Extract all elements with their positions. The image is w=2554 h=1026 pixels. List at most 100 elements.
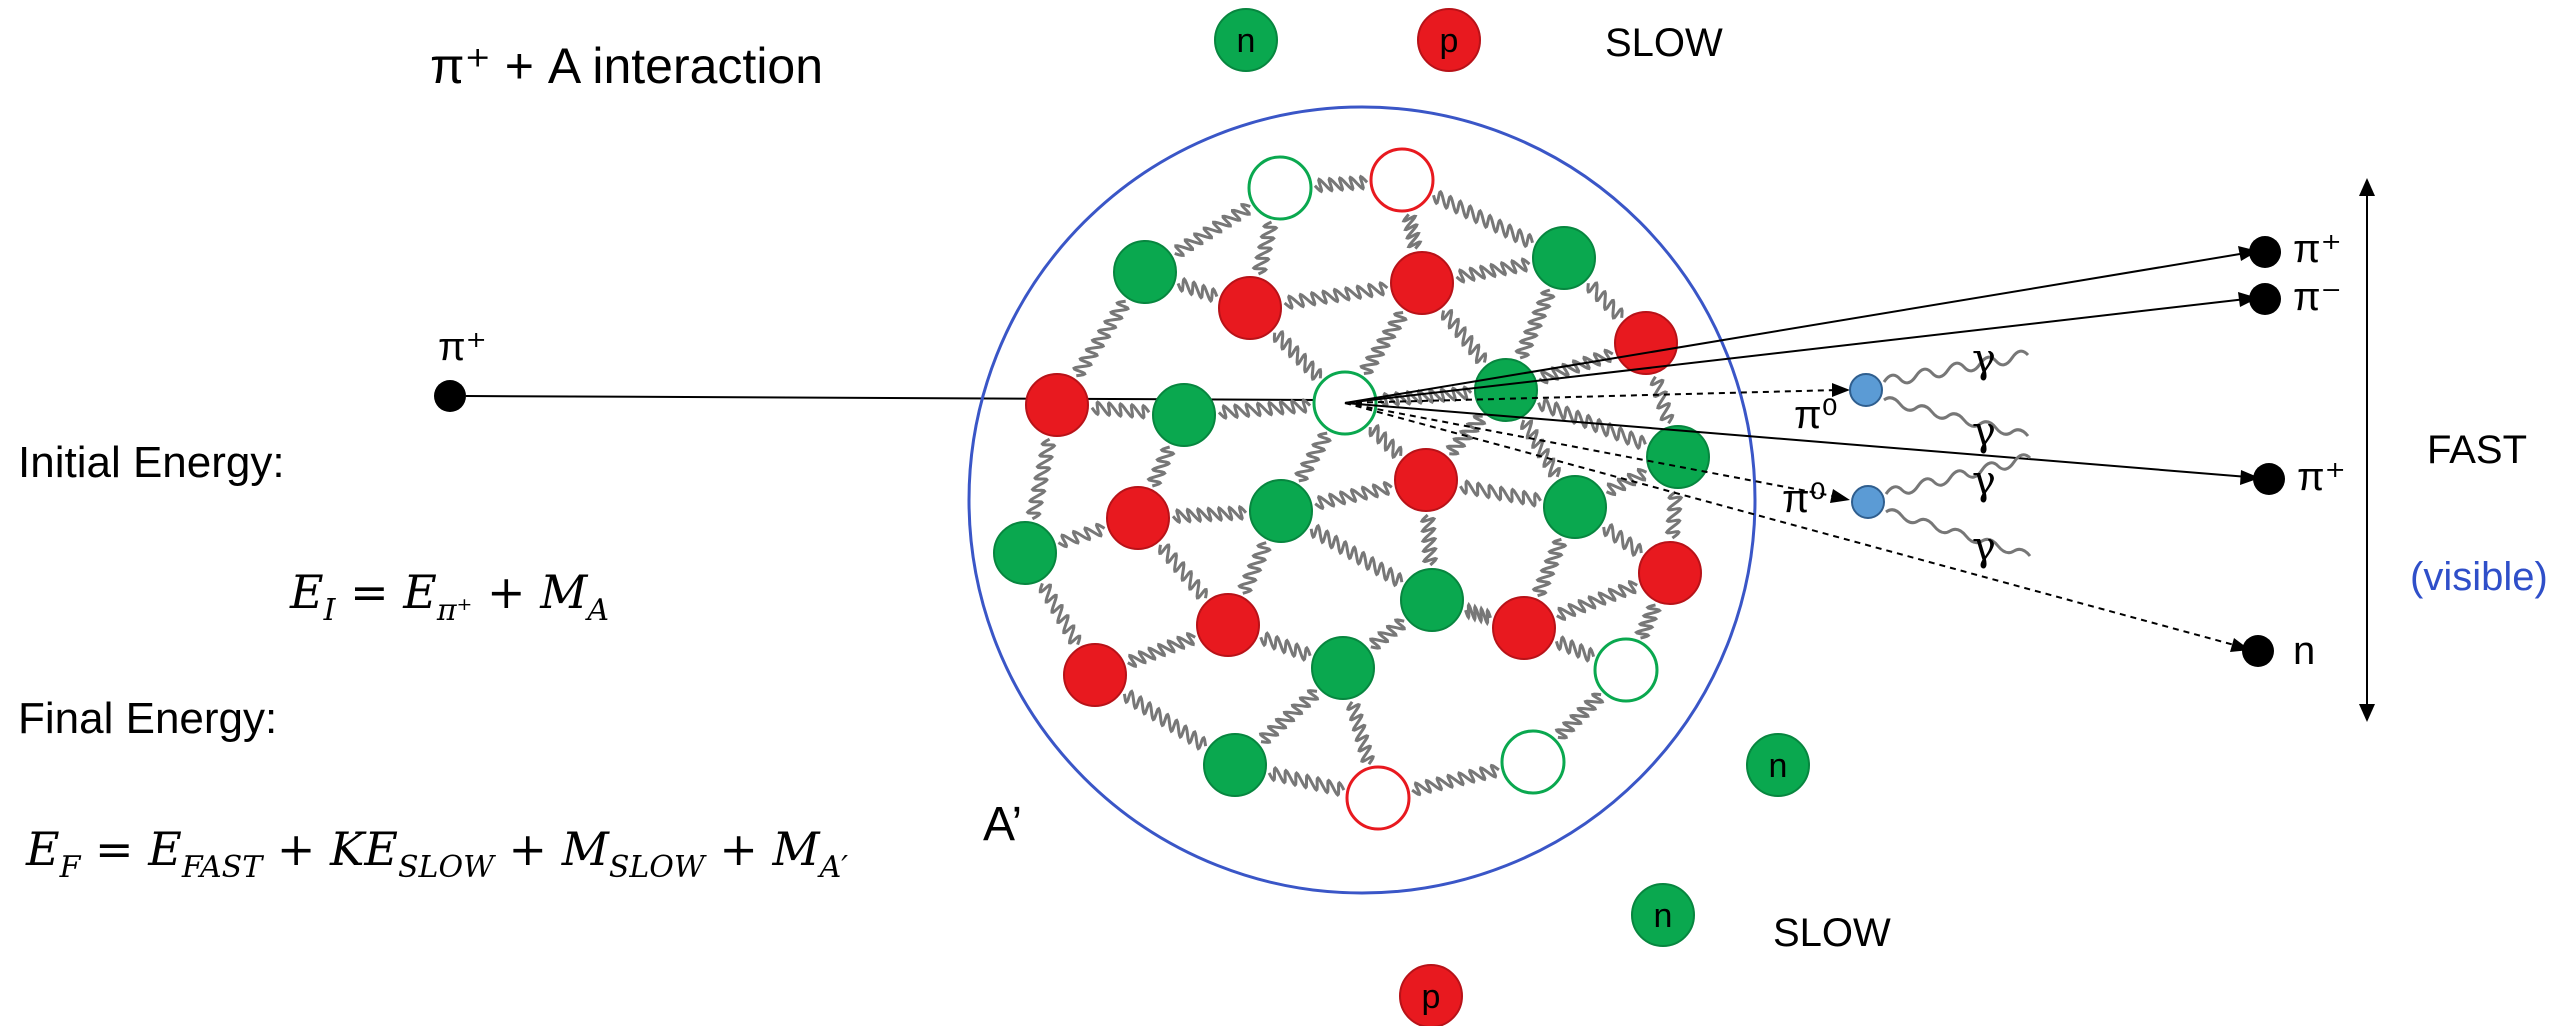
- gluon-spring: [1586, 281, 1624, 320]
- gamma-upper-1-wave: [1882, 349, 2030, 385]
- slow-label-top: SLOW: [1605, 21, 1723, 65]
- gluon-spring: [1294, 431, 1332, 483]
- gluon-spring: [1455, 257, 1531, 284]
- out-pi-plus-top-dot: [2249, 236, 2281, 268]
- slow-neutron-label: n: [1654, 897, 1673, 935]
- gluon-spring: [1217, 398, 1312, 420]
- pi0-lower-label: π⁰: [1782, 477, 1826, 521]
- eq-ei-sub: I: [323, 593, 337, 628]
- gluon-spring: [1459, 479, 1542, 508]
- gluon-spring: [1283, 281, 1389, 310]
- proton-hole: [1369, 147, 1435, 213]
- eq-ef-sub: F: [59, 850, 82, 885]
- eq-ma-prime-symbol: M: [772, 822, 822, 876]
- eq-epi-symbol: E: [402, 565, 437, 619]
- proton: [1614, 311, 1678, 375]
- neutron: [1113, 240, 1177, 304]
- gluon-spring: [1369, 618, 1406, 650]
- arrow-pi0-upper: [1832, 383, 1850, 397]
- neutron: [1203, 733, 1267, 797]
- gluon-spring: [1309, 523, 1404, 588]
- proton: [1638, 541, 1702, 605]
- gluon-spring: [1411, 763, 1500, 797]
- track-pi0-lower: [1344, 402, 1839, 498]
- gluon-spring: [1176, 276, 1219, 304]
- slow-neutron: [1631, 883, 1695, 947]
- track-neutron: [1344, 402, 2239, 647]
- slow-neutron-label: n: [1769, 747, 1788, 785]
- neutron: [993, 521, 1057, 585]
- gluon-spring: [1605, 467, 1648, 497]
- incoming-pion-label: π⁺: [438, 325, 487, 369]
- gluon-spring: [1531, 537, 1568, 598]
- gluon-spring: [1313, 174, 1369, 194]
- gluon-spring: [1602, 523, 1643, 557]
- neutron: [1152, 383, 1216, 447]
- gluon-spring: [1025, 437, 1057, 521]
- gamma-upper-2-label: γ: [1972, 409, 1996, 455]
- out-pi-plus-low-dot: [2253, 463, 2285, 495]
- proton: [1196, 593, 1260, 657]
- gluon-spring: [1171, 504, 1248, 525]
- pi0-upper-label: π⁰: [1794, 393, 1838, 437]
- neutron: [1249, 479, 1313, 543]
- gluon-spring: [1272, 330, 1323, 381]
- gluon-spring: [1237, 541, 1272, 595]
- proton: [1063, 643, 1127, 707]
- proton: [1394, 448, 1458, 512]
- track-pi0-upper: [1344, 389, 1839, 404]
- neutron-hole: [1593, 637, 1659, 703]
- gluon-spring: [1251, 220, 1279, 276]
- slow-label-bottom: SLOW: [1773, 911, 1891, 955]
- nucleus-boundary: [967, 105, 1757, 895]
- gamma-upper-2-wave: [1883, 396, 2030, 437]
- gluon-spring: [1538, 348, 1614, 385]
- out-pi-plus-top-label: π⁺: [2293, 227, 2342, 271]
- pi0-lower-dot: [1851, 485, 1885, 519]
- proton-hole: [1345, 765, 1411, 831]
- neutron: [1311, 636, 1375, 700]
- out-pi-minus-dot: [2249, 283, 2281, 315]
- gluon-spring: [1514, 288, 1556, 360]
- gluon-spring: [1649, 375, 1675, 425]
- svg-text:EF = EFAST + KESLOW + MSLOW +: EF = EFAST + KESLOW + MSLOW + MA′: [25, 822, 848, 885]
- track-pi-plus-top: [1344, 252, 2247, 404]
- gluon-spring: [1122, 689, 1208, 751]
- proton: [1390, 251, 1454, 315]
- gluon-spring: [1378, 385, 1473, 408]
- eq-ma-symbol: M: [539, 565, 589, 619]
- gluon-spring: [1174, 203, 1251, 257]
- eq-efast-sub: FAST: [181, 850, 264, 885]
- eq-epi-sub: π⁺: [436, 593, 473, 628]
- eq-mslow-sub: SLOW: [609, 850, 707, 885]
- eq-ef-symbol: E: [25, 822, 60, 876]
- fast-label: FAST: [2427, 428, 2527, 472]
- diagram-title: π⁺ + A interaction: [430, 38, 823, 94]
- visible-label: (visible): [2410, 555, 2548, 599]
- gluon-spring: [1267, 765, 1346, 798]
- eq-ma-sub: A: [584, 593, 609, 628]
- slow-neutron: [1746, 733, 1810, 797]
- track-pi-minus: [1344, 298, 2247, 404]
- gamma-lower-2-wave: [1885, 508, 2032, 557]
- gluon-spring: [1556, 580, 1638, 621]
- gluon-spring: [1419, 513, 1439, 567]
- gamma-lower-2-label: γ: [1972, 524, 1996, 570]
- neutron: [1543, 475, 1607, 539]
- gluon-spring: [1346, 700, 1375, 766]
- gluon-spring: [1520, 419, 1561, 478]
- initial-energy-equation: EI = Eπ⁺ + MA: [289, 565, 609, 628]
- arrow-pi-minus: [2238, 292, 2258, 307]
- gluon-spring: [1634, 603, 1662, 640]
- gluon-spring: [1432, 189, 1534, 249]
- pi0-upper: π⁰ γ γ: [1794, 336, 2030, 455]
- eq-efast-symbol: E: [147, 822, 182, 876]
- proton: [1492, 596, 1556, 660]
- out-pi-plus-low-label: π⁺: [2297, 455, 2346, 499]
- gamma-lower-1-label: γ: [1972, 458, 1996, 504]
- gluon-spring: [1464, 601, 1492, 627]
- proton: [1218, 276, 1282, 340]
- final-energy-heading: Final Energy:: [18, 694, 277, 743]
